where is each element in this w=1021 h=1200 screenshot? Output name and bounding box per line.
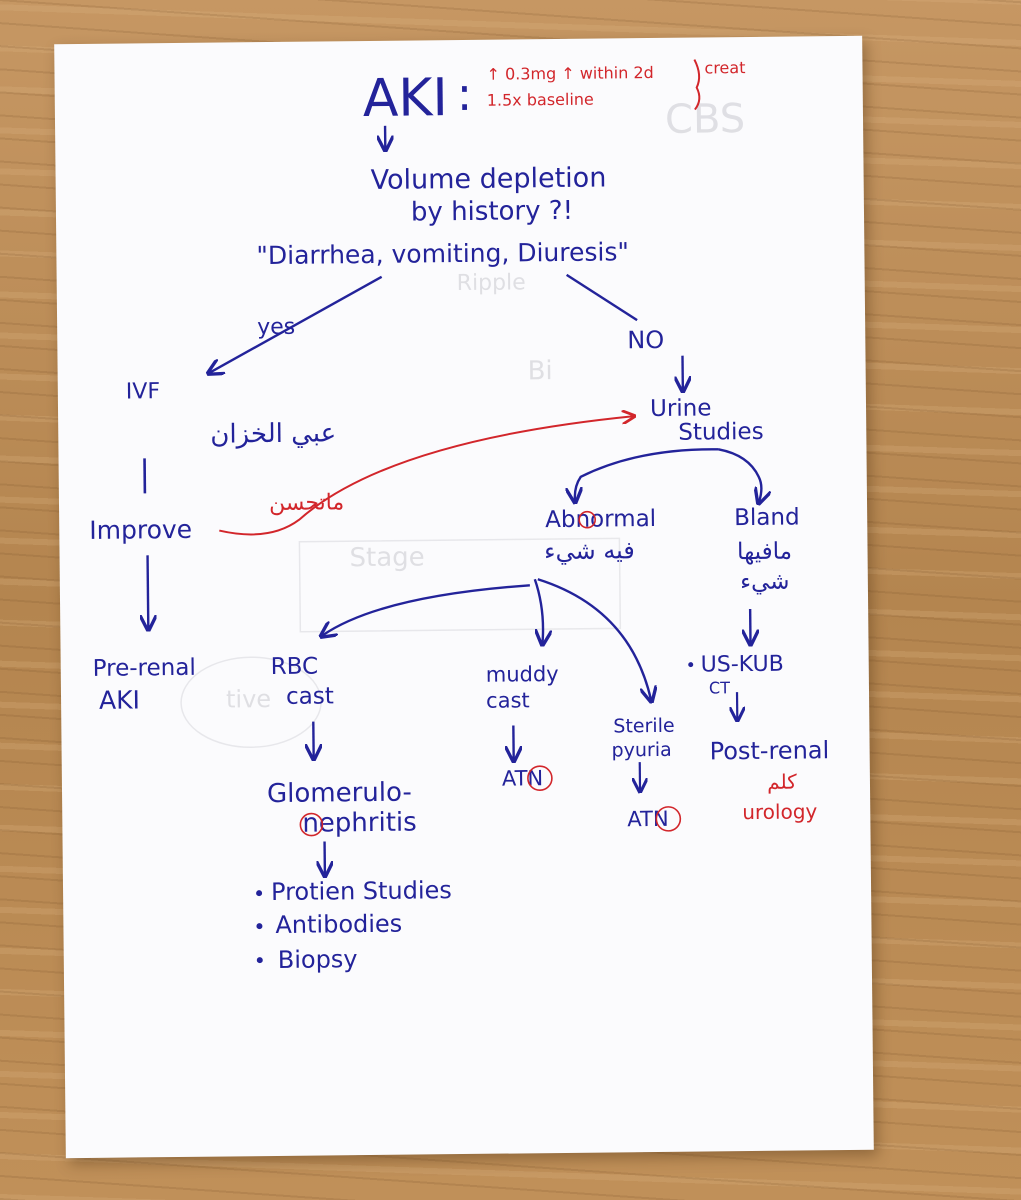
ghost-text: CBS (665, 96, 746, 143)
root-criteria-2: 1.5x baseline (487, 90, 594, 110)
abnormal-label: Abnormal (545, 506, 656, 533)
arrow-no-improvement (219, 416, 634, 536)
ghost-text: Bi (527, 356, 552, 386)
sterile-line2: pyuria (611, 739, 671, 762)
bullet (256, 890, 263, 897)
question-line3: "Diarrhea, vomiting, Diuresis" (256, 237, 629, 270)
postrenal-label: Post-renal (709, 736, 829, 765)
workup-item: Biopsy (278, 945, 358, 974)
workup-item: Protien Studies (271, 876, 452, 906)
arrow-abnormal-to-muddy (533, 578, 543, 643)
criteria-bracket (693, 59, 701, 111)
improve-label: Improve (89, 515, 192, 545)
abnormal-arabic: فيه شيء (544, 536, 635, 565)
ghost-text: Stage (349, 542, 424, 573)
rbc-line2: cast (286, 683, 334, 709)
bullet (256, 923, 263, 930)
ivf-label: IVF (126, 379, 160, 404)
no-label: NO (627, 326, 664, 354)
gn-circle-mark (299, 812, 324, 837)
yes-label: yes (257, 315, 295, 340)
arrow-urine-to-bland (718, 448, 761, 502)
ghost-box (298, 537, 622, 633)
ghost-ellipse (180, 656, 322, 748)
imaging-line1: US-KUB (701, 652, 784, 678)
referral-arabic: كلم (767, 770, 797, 794)
bullet (256, 957, 263, 964)
arrow-urine-to-abnormal (574, 448, 719, 501)
abnormal-circle-mark (578, 510, 596, 529)
sterile-line1: Sterile (613, 715, 674, 738)
ivf-arabic: عبي الخزان (210, 418, 336, 449)
ghost-text: tive (226, 685, 271, 713)
urine-line2: Studies (678, 419, 764, 446)
sterile-atn-circle (655, 806, 682, 832)
workup-item: Antibodies (275, 910, 402, 939)
bullet (688, 662, 694, 668)
muddy-line2: cast (486, 688, 530, 712)
imaging-line2: CT (709, 678, 730, 697)
root-criteria-1: ↑ 0.3mg ↑ within 2d (486, 63, 653, 84)
bland-arabic-2: شيء (740, 569, 790, 596)
arrow-question-to-yes (209, 275, 383, 373)
aki-flowchart: CBS Ripple Bi Stage tive AKI : ↑ 0.3mg ↑… (89, 58, 829, 974)
prerenal-line2: AKI (99, 685, 140, 714)
muddy-atn: ATN (502, 766, 544, 790)
show-through-marks: CBS Ripple Bi Stage tive (180, 96, 746, 748)
bland-label: Bland (734, 504, 800, 531)
root-colon: : (456, 67, 472, 121)
urine-line1: Urine (650, 395, 712, 422)
muddy-atn-circle (527, 765, 553, 792)
sterile-atn: ATN (627, 807, 669, 831)
root-title: AKI (362, 68, 448, 129)
arrow-abnormal-to-rbc (322, 584, 530, 635)
line-question-to-no (565, 273, 638, 322)
prerenal-line1: Pre-renal (93, 655, 196, 682)
question-line1: Volume depletion (370, 162, 606, 195)
paper-sheet: CBS Ripple Bi Stage tive AKI : ↑ 0.3mg ↑… (54, 35, 874, 1159)
arrow-abnormal-to-sterile (537, 578, 651, 701)
ghost-text: Ripple (457, 270, 526, 296)
gn-line2: nephritis (302, 808, 417, 839)
gn-line1: Glomerulo- (267, 778, 412, 810)
no-improvement-note: ماتحسن (269, 490, 344, 516)
rbc-line1: RBC (271, 654, 319, 680)
gn-workup-list: Protien Studies Antibodies Biopsy (256, 876, 452, 974)
referral-label: urology (742, 799, 817, 824)
question-line2: by history ?! (411, 196, 573, 228)
arrow-improve-to-prerenal (148, 555, 149, 628)
bland-arabic-1: مافيها (737, 539, 792, 566)
muddy-line1: muddy (486, 662, 559, 687)
root-criteria-unit: creat (704, 58, 745, 77)
